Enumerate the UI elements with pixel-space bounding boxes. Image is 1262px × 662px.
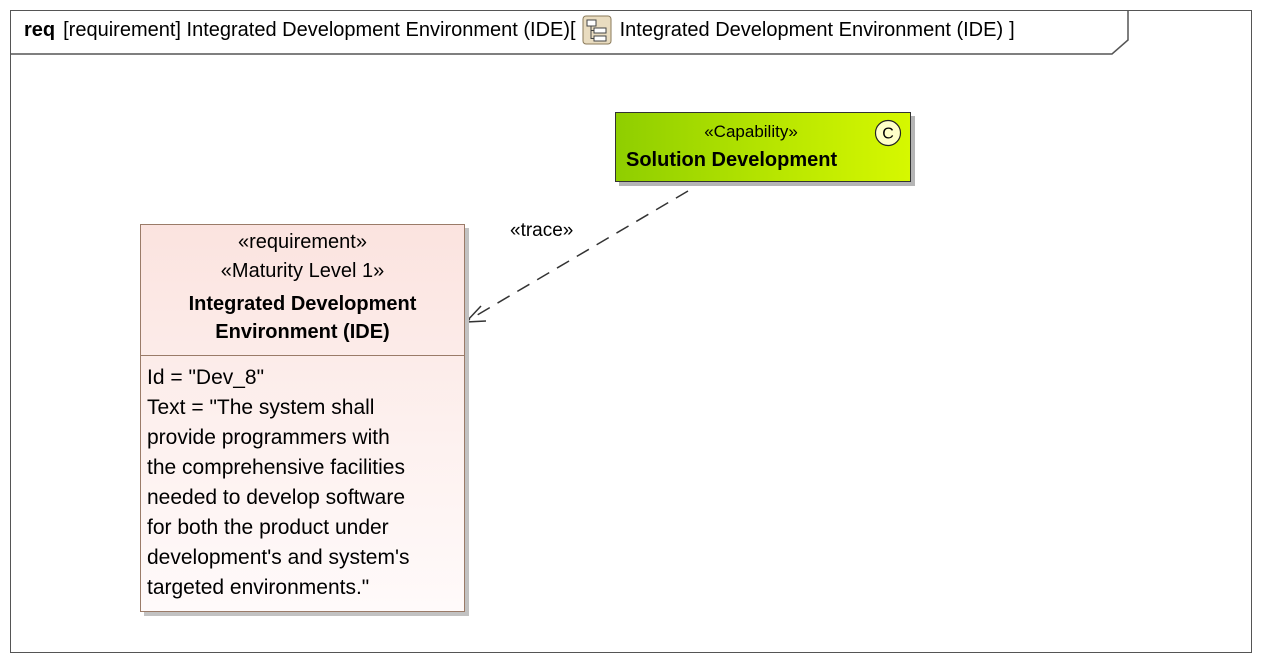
requirement-ide[interactable]: «requirement» «Maturity Level 1» Integra… bbox=[140, 224, 465, 612]
property-line: Text = "The system shall bbox=[147, 396, 375, 419]
diagram-frame bbox=[10, 10, 1252, 653]
requirement-header: «requirement» «Maturity Level 1» Integra… bbox=[141, 225, 464, 356]
capability-stereotype: «Capability» bbox=[704, 122, 798, 141]
capability-c-icon: C bbox=[874, 119, 902, 147]
property-line: for both the product under bbox=[147, 516, 389, 539]
maturity-stereotype: «Maturity Level 1» bbox=[220, 260, 385, 282]
open-arrowhead bbox=[464, 305, 487, 323]
property-line: needed to develop software bbox=[147, 486, 406, 509]
property-line: targeted environments." bbox=[147, 576, 370, 599]
property-line: the comprehensive facilities bbox=[147, 456, 405, 479]
svg-text:C: C bbox=[882, 126, 894, 143]
requirement-properties: Id = "Dev_8" Text = "The system shall pr… bbox=[147, 363, 456, 603]
package-diagram-icon bbox=[582, 15, 612, 45]
frame-title: [requirement] Integrated Development Env… bbox=[63, 18, 576, 41]
capability-name: Solution Development bbox=[626, 149, 838, 171]
requirement-title-line: Environment (IDE) bbox=[215, 321, 390, 343]
frame-title-close: ] bbox=[1009, 18, 1015, 41]
property-line: Id = "Dev_8" bbox=[147, 366, 265, 389]
capability-solution-development[interactable]: «Capability» Solution Development C bbox=[615, 112, 911, 182]
requirement-stereotype: «requirement» bbox=[238, 231, 367, 253]
trace-label: «trace» bbox=[510, 220, 574, 241]
frame-header: req [requirement] Integrated Development… bbox=[24, 15, 1015, 45]
frame-keyword: req bbox=[24, 18, 56, 41]
property-line: development's and system's bbox=[147, 546, 410, 569]
property-line: provide programmers with bbox=[147, 426, 390, 449]
requirement-title-line: Integrated Development bbox=[188, 293, 417, 315]
frame-element-name: Integrated Development Environment (IDE) bbox=[619, 18, 1004, 41]
